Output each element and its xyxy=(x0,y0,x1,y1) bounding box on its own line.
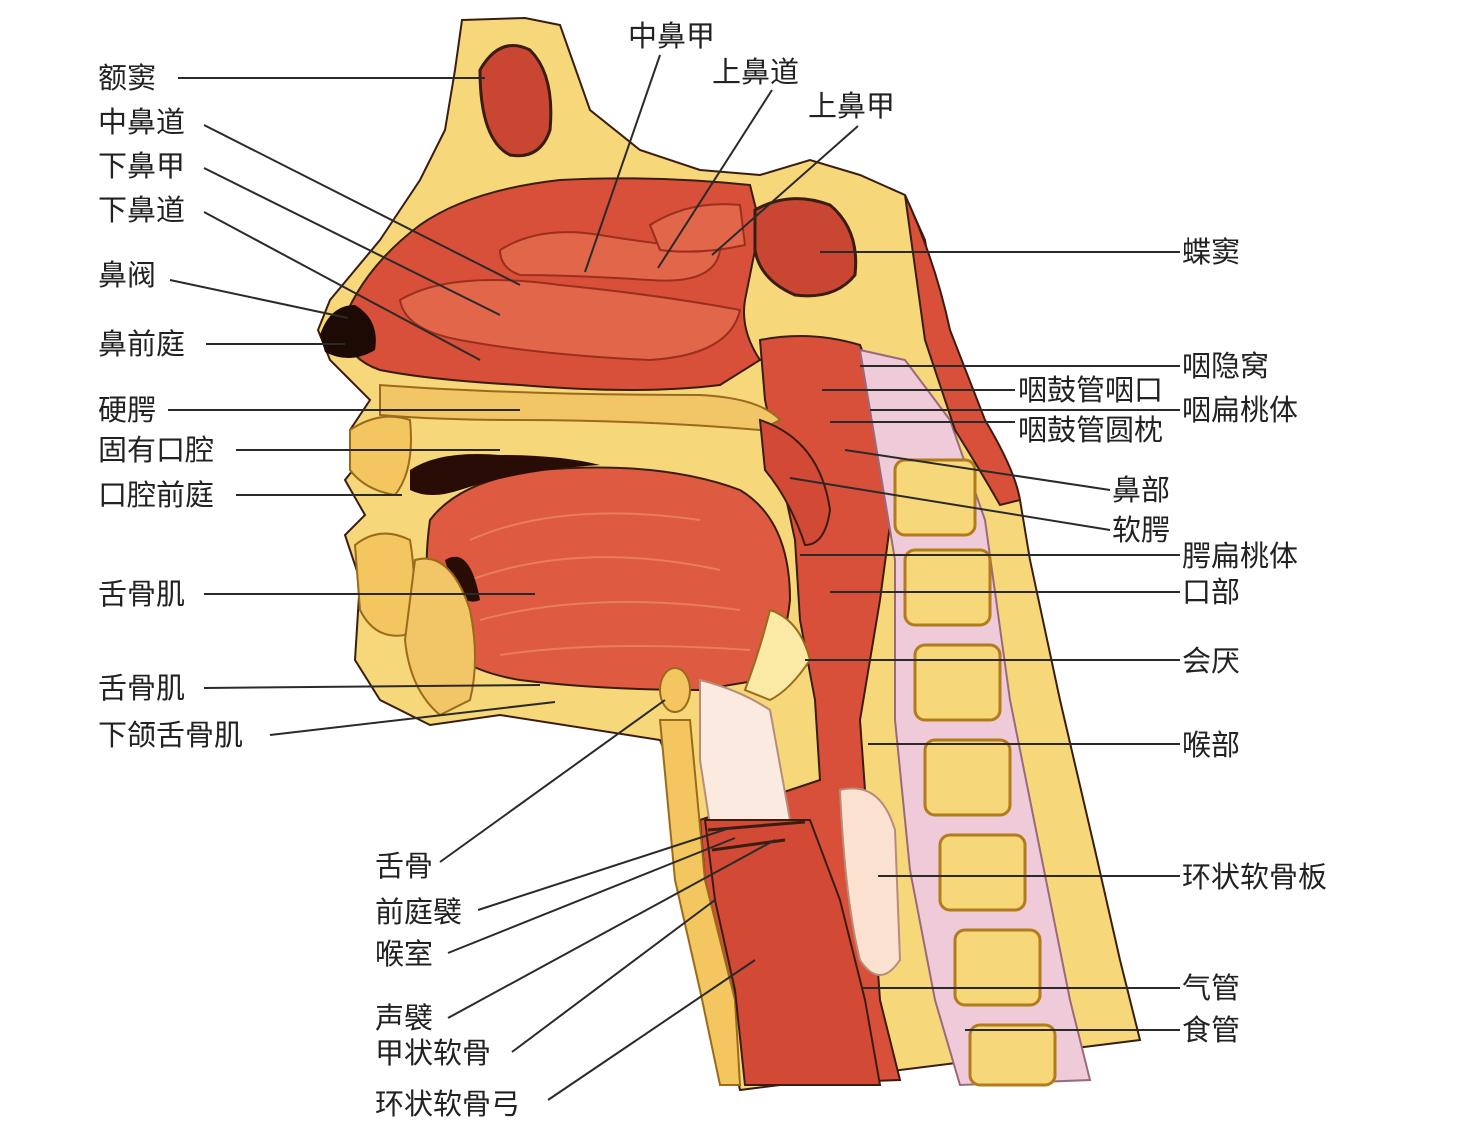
label-pharyngeal-recess: 咽隐窝 xyxy=(1182,349,1269,383)
oral-gap-shape xyxy=(410,454,600,495)
label-trachea: 气管 xyxy=(1182,971,1240,1005)
leader-middle-nasal-meatus xyxy=(203,124,521,286)
label-genioglossus: 舌骨肌 xyxy=(98,577,185,611)
label-thyroid-cartilage: 甲状软骨 xyxy=(375,1036,491,1070)
leader-vocal-fold xyxy=(447,839,776,1019)
label-middle-nasal-meatus: 中鼻道 xyxy=(98,105,185,139)
label-vocal-fold: 声襞 xyxy=(375,1001,433,1035)
label-esophagus: 食管 xyxy=(1182,1013,1240,1047)
label-middle-nasal-concha: 中鼻甲 xyxy=(628,19,715,53)
leader-superior-nasal-concha xyxy=(711,125,859,256)
leader-inferior-nasal-concha xyxy=(203,167,501,316)
leader-inferior-nasal-meatus xyxy=(203,211,481,361)
label-hard-palate: 硬腭 xyxy=(98,393,156,427)
inferior-concha-shape xyxy=(398,279,742,362)
leader-middle-nasal-concha xyxy=(584,54,661,273)
label-nasal-limen: 鼻阀 xyxy=(98,258,156,292)
middle-concha-shape xyxy=(498,231,722,282)
label-cricoid-arch: 环状软骨弓 xyxy=(375,1087,520,1121)
leader-nasal-limen xyxy=(169,279,349,319)
mandible-shape xyxy=(403,557,476,717)
leader-thyroid-cartilage xyxy=(511,899,716,1053)
leader-lines xyxy=(168,54,1180,1101)
hyoid-shape xyxy=(659,667,691,713)
label-geniohyoid: 舌骨肌 xyxy=(98,671,185,705)
label-laryngopharynx: 喉部 xyxy=(1182,728,1240,762)
label-vestibular-fold: 前庭襞 xyxy=(375,895,462,929)
soft-palate-shape xyxy=(758,418,832,547)
superior-concha-shape xyxy=(648,203,747,253)
label-oral-cavity-proper: 固有口腔 xyxy=(98,433,214,467)
label-sphenoid-sinus: 蝶窦 xyxy=(1182,235,1240,269)
label-superior-nasal-concha: 上鼻甲 xyxy=(808,89,895,123)
leader-soft-palate xyxy=(789,477,1111,531)
label-palatine-tonsil: 腭扁桃体 xyxy=(1182,539,1298,573)
label-pharyngeal-opening: 咽鼓管咽口 xyxy=(1018,373,1163,407)
label-pharyngeal-tonsil: 咽扁桃体 xyxy=(1182,393,1298,427)
label-nasal-vestibule: 鼻前庭 xyxy=(98,327,185,361)
leader-geniohyoid xyxy=(203,684,541,689)
label-inferior-nasal-concha: 下鼻甲 xyxy=(98,149,185,183)
label-epiglottis: 会厌 xyxy=(1182,644,1240,678)
leader-nasopharynx xyxy=(844,449,1111,491)
epiglottis-shape xyxy=(743,608,812,702)
labels: 额窦 中鼻道 下鼻甲 下鼻道 鼻阀 鼻前庭 硬腭 固有口腔 口腔前庭 舌骨肌 舌… xyxy=(98,19,1327,1121)
tongue-fibers xyxy=(469,512,751,656)
leader-vestibular-fold xyxy=(477,827,731,911)
label-mylohyoid: 下颌舌骨肌 xyxy=(98,718,243,752)
label-oropharynx: 口部 xyxy=(1182,575,1240,609)
tongue-shape xyxy=(425,466,792,692)
thyroid-cartilage-shape xyxy=(658,719,742,1086)
sphenoid-sinus-shape xyxy=(753,197,858,298)
label-soft-palate: 软腭 xyxy=(1112,513,1170,547)
leader-laryngeal-ventricle xyxy=(447,837,736,954)
label-oral-vestibule: 口腔前庭 xyxy=(98,478,214,512)
cervical-vertebrae xyxy=(893,458,1057,1087)
label-superior-nasal-meatus: 上鼻道 xyxy=(712,55,799,89)
leader-mylohyoid xyxy=(269,701,556,736)
label-tubal-torus: 咽鼓管圆枕 xyxy=(1018,413,1163,447)
frontal-sinus-shape xyxy=(478,44,553,158)
head-neck-illustration xyxy=(316,16,1142,1092)
upper-lip-shape xyxy=(349,415,412,497)
label-cricoid-lamina: 环状软骨板 xyxy=(1182,860,1327,894)
label-laryngeal-ventricle: 喉室 xyxy=(375,937,433,971)
trachea-shape xyxy=(703,819,882,1086)
label-frontal-sinus: 额窦 xyxy=(98,61,156,95)
leader-cricoid-arch xyxy=(547,959,756,1101)
leader-superior-nasal-meatus xyxy=(657,89,773,269)
label-nasopharynx: 鼻部 xyxy=(1112,473,1170,507)
label-inferior-nasal-meatus: 下鼻道 xyxy=(98,193,185,227)
posterior-neck-band xyxy=(904,194,1022,507)
leader-hyoid xyxy=(439,699,666,863)
label-hyoid: 舌骨 xyxy=(375,849,433,883)
cricoid-lamina-shape xyxy=(838,787,902,976)
